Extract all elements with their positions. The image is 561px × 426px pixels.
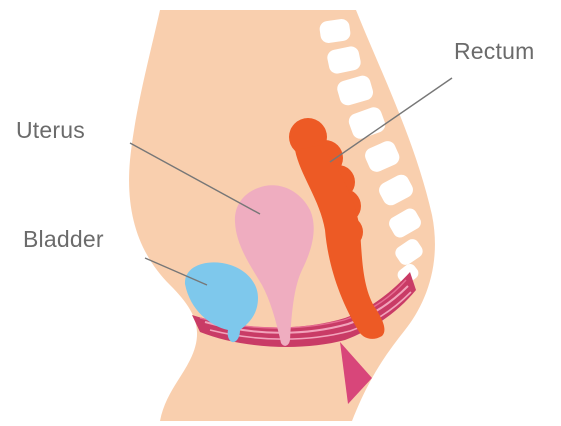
label-uterus: Uterus: [16, 117, 85, 144]
label-bladder: Bladder: [23, 226, 104, 253]
label-rectum: Rectum: [454, 38, 534, 65]
